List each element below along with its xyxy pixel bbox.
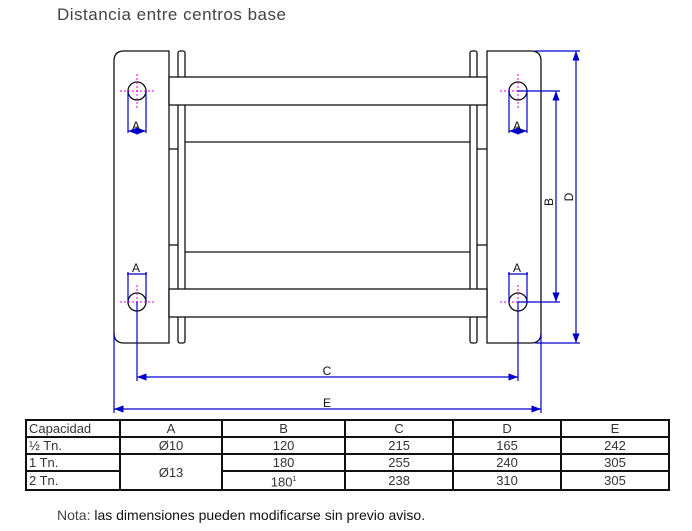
dim-label-d: D [562,192,576,201]
cell-e: 242 [560,436,670,455]
dim-label-a-bottom-left: A [132,261,140,275]
dim-label-a-top-left: A [132,119,140,133]
cell-e: 305 [560,453,670,472]
footnote: Nota: las dimensiones pueden modificarse… [57,507,425,523]
dim-label-c: C [323,364,332,378]
left-upright [177,50,186,344]
table-row: 2 Tn. 1801 238 310 305 [25,469,670,492]
cell-b: 120 [220,436,347,455]
table-row: ½ Tn. Ø10 120 215 165 242 [25,436,670,455]
cell-capacidad: 2 Tn. [25,469,121,492]
dim-label-b: B [542,198,556,206]
header-c: C [344,419,455,438]
cell-d: 310 [452,469,563,492]
header-d: D [452,419,563,438]
cell-c: 238 [344,469,455,492]
dimensions-table: Capacidad A B C D E ½ Tn. Ø10 120 215 16… [25,419,670,492]
left-plate [113,50,170,344]
dim-label-a-top-right: A [513,119,521,133]
dim-label-a-bottom-right: A [513,261,521,275]
dim-label-e: E [323,396,331,410]
drawing-title: Distancia entre centros base [57,5,287,24]
cell-b: 1801 [220,469,347,492]
top-crossbar [168,76,488,106]
base-technical-drawing: A A A A B D C E [113,50,580,413]
table-row: 1 Tn. Ø13 180 255 240 305 [25,452,670,492]
cell-b-value: 180 [270,474,293,490]
footnote-marker: 1 [292,476,297,483]
cell-c: 255 [344,453,455,472]
header-e: E [560,419,670,438]
header-b: B [220,419,347,438]
bottom-crossbar [168,288,488,318]
header-a: A [119,419,223,438]
cell-d: 240 [452,453,563,472]
cell-a: Ø10 [119,436,223,455]
cell-capacidad: 1 Tn. [25,453,121,472]
cell-e: 305 [560,469,670,492]
cell-d: 165 [452,436,563,455]
cell-c: 215 [344,436,455,455]
note-label: Nota: [57,507,91,523]
cell-capacidad: ½ Tn. [25,436,121,455]
table-header-row: Capacidad A B C D E [25,419,670,438]
cell-a: Ø13 [119,452,223,492]
note-text: las dimensiones pueden modificarse sin p… [94,507,426,523]
cell-b: 180 [220,453,347,472]
right-upright [469,50,478,344]
header-capacidad: Capacidad [25,419,121,438]
right-plate [486,50,542,344]
